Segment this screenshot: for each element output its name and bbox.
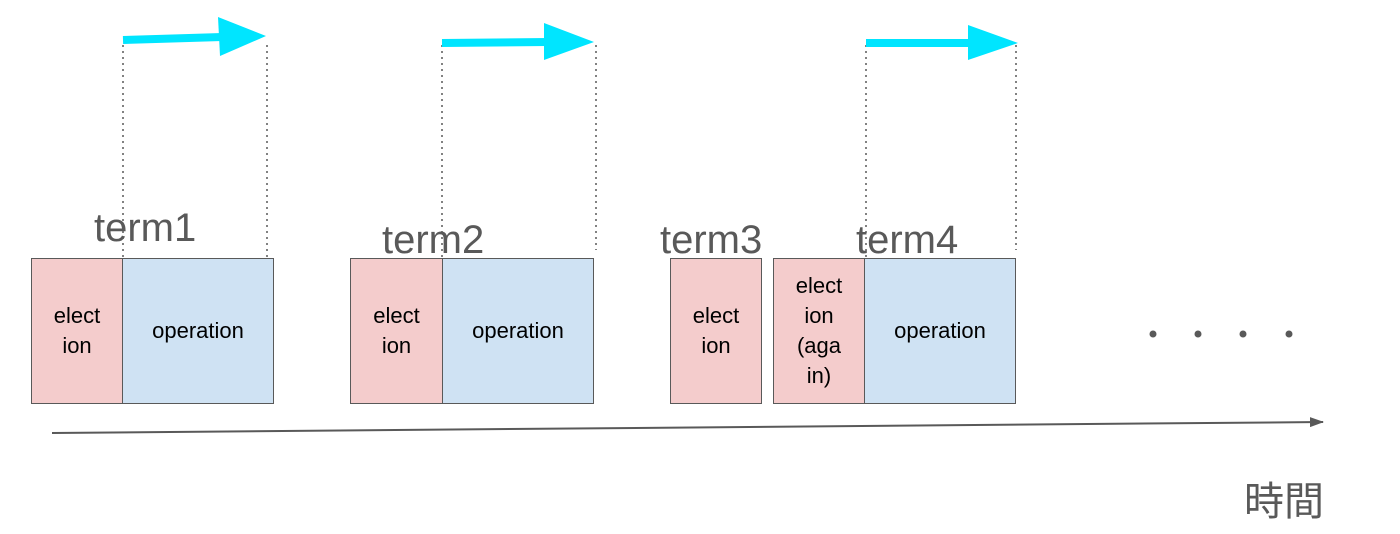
time-axis-arrow xyxy=(51,417,1324,434)
term2-operation-box: operation xyxy=(442,258,594,404)
term3-label: term3 xyxy=(660,218,763,262)
term3-election-box: elect ion xyxy=(670,258,762,404)
time-axis-label: 時間 xyxy=(1244,479,1324,525)
term2-label: term2 xyxy=(382,218,485,262)
highlight-arrow-term2 xyxy=(441,23,594,60)
term1-operation-box: operation xyxy=(122,258,274,404)
term4-label: term4 xyxy=(856,218,959,262)
term1-election-box: elect ion xyxy=(31,258,123,404)
term4-operation-box: operation xyxy=(864,258,1016,404)
term4-election-box: elect ion (aga in) xyxy=(773,258,865,404)
continuation-ellipsis xyxy=(1149,330,1293,338)
highlight-arrow-term1 xyxy=(122,17,266,56)
term1-label: term1 xyxy=(94,206,197,250)
term2-election-box: elect ion xyxy=(350,258,443,404)
highlight-arrow-term4 xyxy=(866,25,1018,60)
